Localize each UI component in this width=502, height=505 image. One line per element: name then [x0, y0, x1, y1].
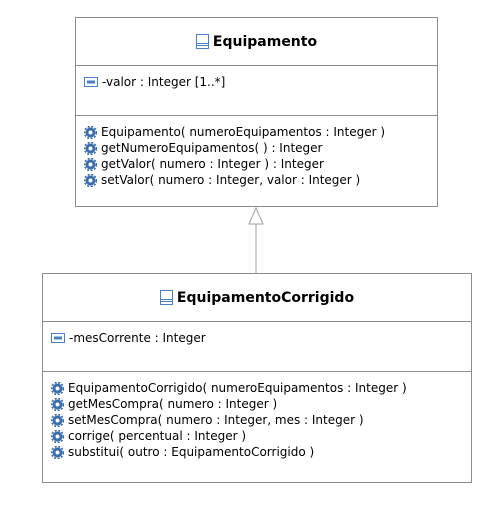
operation-row[interactable]: setMesCompra( numero : Integer, mes : In…: [51, 412, 471, 428]
operations-compartment: Equipamento( numeroEquipamentos : Intege…: [76, 116, 437, 188]
class-name: Equipamento: [212, 33, 318, 50]
operation-text: getMesCompra( numero : Integer ): [68, 397, 278, 411]
operation-gear-icon: [51, 429, 64, 443]
class-equipamento-corrigido[interactable]: EquipamentoCorrigido -mesCorrente : Inte…: [42, 273, 472, 483]
operation-row[interactable]: corrige( percentual : Integer ): [51, 428, 471, 444]
attribute-text: -valor : Integer [1..*]: [102, 75, 226, 89]
operation-row[interactable]: getMesCompra( numero : Integer ): [51, 396, 471, 412]
attribute-text: -mesCorrente : Integer: [69, 331, 206, 345]
operation-gear-icon: [84, 173, 97, 187]
operation-gear-icon: [51, 445, 64, 459]
class-name: EquipamentoCorrigido: [176, 289, 355, 306]
attributes-compartment: -valor : Integer [1..*]: [76, 66, 437, 116]
operations-compartment: EquipamentoCorrigido( numeroEquipamentos…: [43, 372, 471, 460]
operation-gear-icon: [51, 381, 64, 395]
operation-text: substitui( outro : EquipamentoCorrigido …: [68, 445, 315, 459]
class-header: Equipamento: [76, 18, 437, 66]
attribute-icon: [51, 333, 65, 343]
operation-row[interactable]: setValor( numero : Integer, valor : Inte…: [84, 172, 437, 188]
operation-row[interactable]: Equipamento( numeroEquipamentos : Intege…: [84, 124, 437, 140]
attribute-row[interactable]: -mesCorrente : Integer: [51, 330, 471, 346]
operation-gear-icon: [84, 125, 97, 139]
operation-text: setMesCompra( numero : Integer, mes : In…: [68, 413, 364, 427]
operation-gear-icon: [51, 413, 64, 427]
operation-text: Equipamento( numeroEquipamentos : Intege…: [101, 125, 386, 139]
class-icon: [195, 34, 209, 49]
class-equipamento[interactable]: Equipamento -valor : Integer [1..*] Equi…: [75, 17, 438, 207]
attributes-compartment: -mesCorrente : Integer: [43, 322, 471, 372]
operation-text: setValor( numero : Integer, valor : Inte…: [101, 173, 361, 187]
operation-row[interactable]: EquipamentoCorrigido( numeroEquipamentos…: [51, 380, 471, 396]
operation-gear-icon: [84, 141, 97, 155]
operation-text: getNumeroEquipamentos( ) : Integer: [101, 141, 323, 155]
operation-gear-icon: [84, 157, 97, 171]
operation-text: corrige( percentual : Integer ): [68, 429, 247, 443]
operation-row[interactable]: getNumeroEquipamentos( ) : Integer: [84, 140, 437, 156]
operation-row[interactable]: substitui( outro : EquipamentoCorrigido …: [51, 444, 471, 460]
operation-gear-icon: [51, 397, 64, 411]
operation-row[interactable]: getValor( numero : Integer ) : Integer: [84, 156, 437, 172]
generalization-arrowhead: [248, 206, 264, 225]
class-header: EquipamentoCorrigido: [43, 274, 471, 322]
operation-text: getValor( numero : Integer ) : Integer: [101, 157, 324, 171]
attribute-row[interactable]: -valor : Integer [1..*]: [84, 74, 437, 90]
operation-text: EquipamentoCorrigido( numeroEquipamentos…: [68, 381, 407, 395]
class-icon: [159, 290, 173, 305]
attribute-icon: [84, 77, 98, 87]
